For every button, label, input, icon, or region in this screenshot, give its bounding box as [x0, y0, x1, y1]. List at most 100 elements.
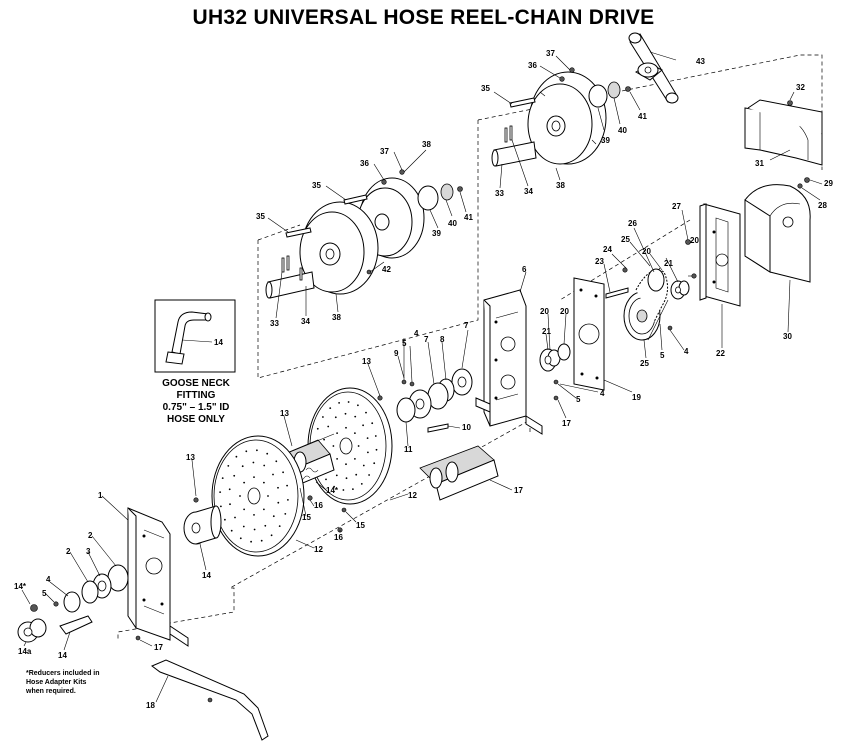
callout-13-left: 13	[186, 453, 195, 462]
part-11-ring	[396, 397, 416, 423]
disc-hole	[270, 534, 273, 537]
disc-hole	[220, 505, 222, 508]
disc-hole	[366, 437, 369, 439]
callout-38-lower: 38	[332, 313, 341, 322]
disc-hole	[335, 474, 338, 477]
callout-37-upper: 37	[546, 49, 555, 58]
callout-21-b: 21	[542, 327, 551, 336]
inset-caption-2: FITTING	[177, 390, 216, 401]
callout-41-upper: 41	[638, 112, 647, 121]
callout-3: 3	[86, 547, 91, 556]
disc-hole	[325, 478, 327, 481]
disc-hole	[230, 529, 233, 532]
part-6-frame-right	[475, 289, 543, 435]
callout-15-b: 15	[356, 521, 365, 530]
footnote-line-3: when required.	[25, 688, 76, 695]
part-36-nut-mid	[381, 179, 387, 185]
callout-5-left: 5	[42, 589, 47, 598]
part-10-pin	[427, 423, 449, 433]
disc-hole	[263, 508, 265, 511]
callout-20-a: 20	[642, 247, 651, 256]
callout-34-mid: 34	[301, 317, 310, 326]
inset-caption-4: HOSE ONLY	[167, 414, 225, 425]
callout-26: 26	[628, 219, 637, 228]
part-35-bolt-upper	[509, 97, 536, 108]
part-39-seal-mid	[417, 185, 439, 211]
disc-hole	[357, 445, 360, 447]
part-13-screw-hub	[377, 395, 383, 401]
hub-bearing-assembly	[377, 368, 473, 433]
disc-hole	[354, 458, 356, 460]
disc-hole	[229, 503, 231, 506]
callout-14-swivel: 14	[58, 651, 67, 660]
callout-36-upper: 36	[528, 61, 537, 70]
disc-hole	[224, 518, 226, 521]
callout-23: 23	[595, 257, 604, 266]
callout-4-mid: 4	[600, 389, 605, 398]
callout-4-right: 4	[684, 347, 689, 356]
callout-6: 6	[522, 265, 527, 274]
disc-hole	[253, 528, 256, 531]
callout-2-left: 2	[66, 547, 71, 556]
callout-4-left: 4	[46, 575, 51, 584]
callout-27: 27	[672, 202, 681, 211]
inset-callout: 14	[214, 338, 223, 347]
part-3-bearing-bore	[97, 580, 107, 592]
disc-hole	[345, 477, 348, 480]
callout-7-left: 7	[424, 335, 429, 344]
disc-hole	[256, 449, 258, 452]
disc-hole	[275, 460, 278, 463]
disc-hole	[344, 412, 347, 415]
callout-28: 28	[818, 201, 827, 210]
inset-caption-1: GOOSE NECK	[162, 378, 231, 389]
part-25-sprocket-small	[647, 268, 665, 292]
disc-hole	[239, 495, 241, 497]
inset-leader	[181, 339, 213, 343]
disc-hole	[260, 539, 263, 542]
part-12-disc-right	[307, 387, 393, 505]
callout-21-a: 21	[664, 259, 673, 268]
disc-hole	[278, 525, 281, 527]
callout-29: 29	[824, 179, 833, 188]
part-33-shaft-upper	[491, 125, 537, 167]
gooseneck-fitting-thread	[165, 351, 185, 365]
part-17-spindle-tubes	[419, 445, 499, 501]
disc-hole	[373, 462, 376, 465]
callout-25-upper: 25	[621, 235, 630, 244]
part-19-plate	[573, 277, 605, 391]
disc-hole	[252, 461, 255, 464]
part-21-bushing-mid	[539, 348, 561, 372]
disc-hole	[245, 450, 248, 453]
part-32-screw	[787, 100, 793, 106]
part-29-screw	[804, 177, 810, 183]
part-18-screw	[207, 697, 213, 703]
chain-guard-assembly	[667, 99, 823, 331]
callout-35-upper: 35	[481, 84, 490, 93]
part-14star-reducer	[30, 604, 38, 612]
disc-hole	[323, 438, 325, 441]
disc-hole	[329, 407, 332, 409]
callout-12-right: 12	[408, 491, 417, 500]
disc-hole	[374, 435, 377, 437]
callout-leaders	[21, 51, 823, 703]
callout-40-upper: 40	[618, 126, 627, 135]
disc-hole	[362, 464, 365, 467]
callout-numbers: 37 36 43 35 40 41 39 33 34 38 32 31 29 2…	[14, 49, 833, 710]
part-40-washer-mid	[440, 183, 454, 201]
disc-hole	[334, 416, 337, 419]
gooseneck-fitting-tip	[204, 312, 212, 322]
disc-hole	[360, 483, 363, 485]
callout-8: 8	[440, 335, 445, 344]
callout-7-right: 7	[464, 321, 469, 330]
footnote-line-1: *Reducers included in	[26, 670, 100, 677]
disc-hole	[336, 432, 338, 434]
part-5-washer-hub	[409, 381, 415, 387]
callout-17-left: 17	[154, 643, 163, 652]
callout-37-mid: 37	[380, 147, 389, 156]
callout-40-mid: 40	[448, 219, 457, 228]
part-20-bushing-mid	[557, 343, 571, 361]
disc-hole	[338, 402, 340, 404]
left-swivel-assembly	[17, 564, 129, 643]
disc-hole	[263, 481, 265, 484]
part-13-screw-left	[193, 497, 199, 503]
